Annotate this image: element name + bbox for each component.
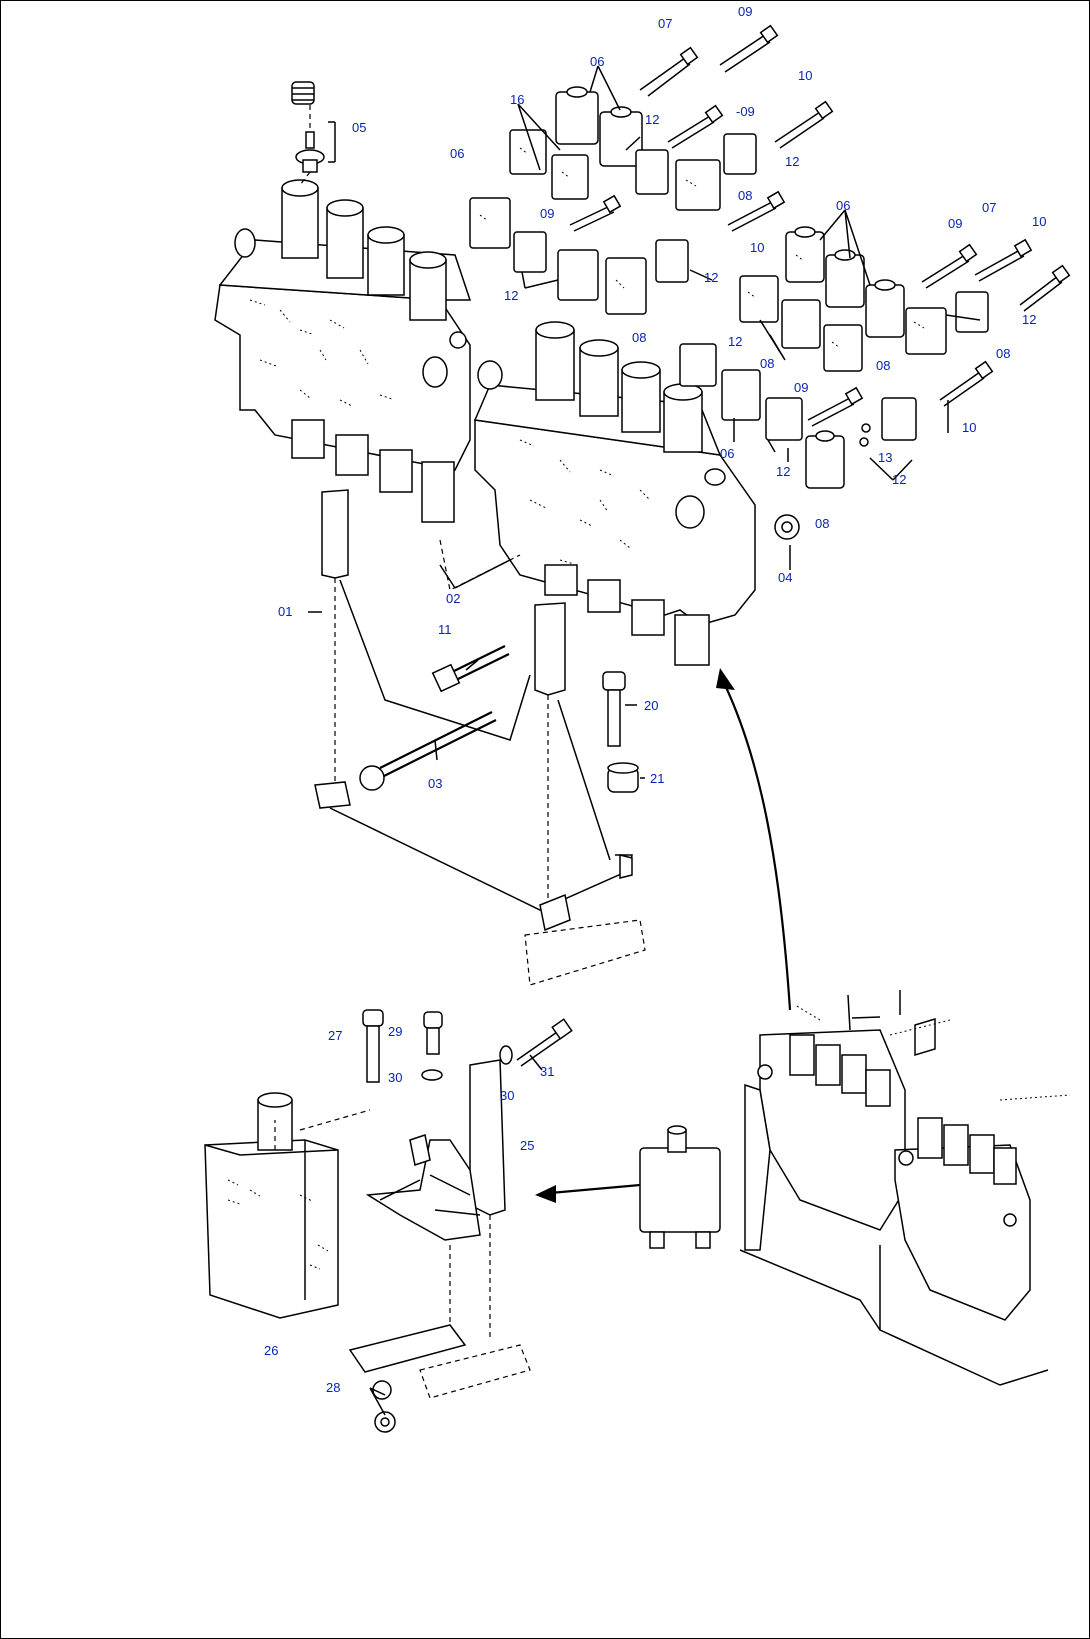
control-valve-right <box>473 321 756 666</box>
label-30: 30 <box>500 1088 514 1103</box>
label-08: 08 <box>760 356 774 371</box>
label-12: 12 <box>1022 312 1036 327</box>
label-10: 10 <box>1032 214 1046 229</box>
label-16: 16 <box>510 92 524 107</box>
label-21: 21 <box>650 771 664 786</box>
valve-stand <box>348 1009 573 1433</box>
label-08: 08 <box>815 516 829 531</box>
label-02: 02 <box>446 591 460 606</box>
label-30: 30 <box>388 1070 402 1085</box>
label-09: 09 <box>540 206 554 221</box>
label-12: 12 <box>504 288 518 303</box>
part-labels: 01 02 03 04 05 06 06 06 06 07 07 08 08 0… <box>264 4 1046 1395</box>
label-10: 10 <box>962 420 976 435</box>
label-08: 08 <box>738 188 752 203</box>
label-04: 04 <box>778 570 792 585</box>
label-29: 29 <box>388 1024 402 1039</box>
label-25: 25 <box>520 1138 534 1153</box>
label-01: 01 <box>278 604 292 619</box>
label-06: 06 <box>450 146 464 161</box>
label-27: 27 <box>328 1028 342 1043</box>
label-09: 09 <box>794 380 808 395</box>
label-31: 31 <box>540 1064 554 1079</box>
label-12: 12 <box>892 472 906 487</box>
callout-arrow-up <box>716 668 792 1011</box>
label-12: 12 <box>728 334 742 349</box>
label-12: 12 <box>704 270 718 285</box>
label-12: 12 <box>776 464 790 479</box>
plug-part <box>291 81 336 186</box>
reference-assembly <box>739 990 1071 1386</box>
label-10: 10 <box>798 68 812 83</box>
label-06: 06 <box>720 446 734 461</box>
label-09: 09 <box>738 4 752 19</box>
label-08: 08 <box>876 358 890 373</box>
label-11: 11 <box>438 622 452 637</box>
label-07: 07 <box>658 16 672 31</box>
label-09: -09 <box>736 104 755 119</box>
label-28: 28 <box>326 1380 340 1395</box>
control-valve-left <box>214 179 472 523</box>
label-20: 20 <box>644 698 658 713</box>
label-08: 08 <box>632 330 646 345</box>
label-03: 03 <box>428 776 442 791</box>
valve-cartridges <box>469 86 989 489</box>
label-07: 07 <box>982 200 996 215</box>
label-09: 09 <box>948 216 962 231</box>
label-10: 10 <box>750 240 764 255</box>
label-12: 12 <box>645 112 659 127</box>
label-06: 06 <box>836 198 850 213</box>
label-12: 12 <box>785 154 799 169</box>
label-13: 13 <box>878 450 892 465</box>
valve-block <box>204 1092 371 1319</box>
label-06: 06 <box>590 54 604 69</box>
label-08: 08 <box>996 346 1010 361</box>
mounting-bracket <box>314 489 646 986</box>
label-05: 05 <box>352 120 366 135</box>
cartridge-valve <box>535 1125 721 1249</box>
leader-lines <box>308 65 981 1416</box>
bolts <box>359 24 1071 793</box>
label-26: 26 <box>264 1343 278 1358</box>
